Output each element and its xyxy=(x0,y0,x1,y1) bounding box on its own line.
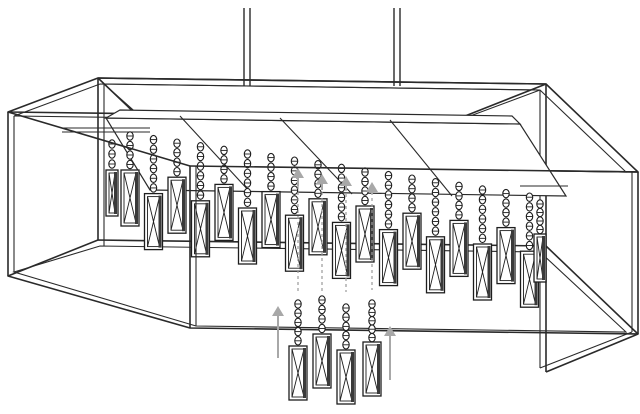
crystal-shadow xyxy=(135,172,138,224)
up-arrow-icon xyxy=(316,174,328,184)
crystal-shadow xyxy=(114,172,117,214)
crystal-shadow xyxy=(303,348,306,398)
crystal-shadow xyxy=(229,186,232,239)
crystal-shadow xyxy=(299,217,303,270)
crystal-pendant xyxy=(261,152,281,249)
crystal-facet-line xyxy=(217,187,231,238)
frame-foot-right-inner xyxy=(539,331,633,369)
suspension-rods xyxy=(243,8,401,86)
crystal-shadow xyxy=(351,352,354,402)
loose-crystal-pendant xyxy=(312,295,332,389)
hanging-crystals xyxy=(105,131,547,308)
crystal-shadow xyxy=(393,231,397,284)
crystal-pendant xyxy=(496,188,516,285)
crystal-shadow xyxy=(346,224,350,277)
crystal-pendant xyxy=(449,181,469,278)
install-arrow-top-3 xyxy=(340,176,352,190)
loose-crystal-pendant xyxy=(362,299,382,397)
frame-foot-right xyxy=(545,333,639,373)
rail-divider-1 xyxy=(179,115,251,193)
crystal-shadow xyxy=(440,238,444,291)
crystal-facet-line xyxy=(123,172,137,224)
crystal-shadow xyxy=(323,200,326,253)
crystal-facet-line xyxy=(382,232,395,283)
up-arrow-icon xyxy=(366,182,378,192)
rail-top-edge xyxy=(103,109,522,125)
install-arrows xyxy=(272,168,396,380)
install-arrow-top-4 xyxy=(366,182,378,194)
crystal-facet-line xyxy=(335,225,348,276)
frame-bottom-outer xyxy=(7,239,639,335)
up-arrow-icon xyxy=(340,176,352,186)
crystal-facet-line xyxy=(405,216,419,267)
crystal-shadow xyxy=(511,229,514,282)
crystal-pendant xyxy=(120,131,140,227)
crystal-facet-line xyxy=(315,336,329,386)
front-top-bar xyxy=(189,165,639,173)
crystal-shadow xyxy=(417,215,420,268)
crystal-shadow xyxy=(487,246,491,298)
up-arrow-icon xyxy=(384,326,396,336)
crystal-pendant xyxy=(284,156,305,272)
crystal-pendant xyxy=(355,167,375,263)
loose-crystals xyxy=(288,295,382,405)
crystal-pendant xyxy=(425,178,446,294)
frame-front-bars xyxy=(7,111,639,328)
crystal-facet-line xyxy=(291,348,305,398)
crystal-facet-line xyxy=(358,208,372,260)
crystal-pendant xyxy=(472,185,493,301)
crystal-shadow xyxy=(182,179,185,232)
crystal-facet-line xyxy=(452,223,466,274)
loose-crystal-pendant xyxy=(336,303,356,405)
crystal-shadow xyxy=(158,195,162,248)
up-arrow-icon xyxy=(272,306,284,316)
crystal-pendant-back xyxy=(105,139,119,217)
frame-bottom-inner xyxy=(12,245,628,333)
crystal-facet-line xyxy=(499,230,513,281)
front-left-top-bar xyxy=(7,111,191,167)
crystal-shadow xyxy=(542,236,545,280)
crystal-shadow xyxy=(327,336,330,386)
crystal-facet-line xyxy=(264,194,278,245)
crystal-shadow xyxy=(205,202,209,255)
crystal-facet-line xyxy=(339,352,353,402)
crystal-facet-line xyxy=(288,218,301,269)
install-arrow-right xyxy=(384,326,396,380)
crystal-facet-line xyxy=(147,196,160,247)
crystal-pendant xyxy=(214,145,234,242)
crystal-facet-line xyxy=(241,210,254,262)
loose-crystal-pendant xyxy=(288,299,308,401)
crystal-facet-line xyxy=(429,239,442,290)
crystal-pendant xyxy=(402,174,422,270)
rail-divider-3 xyxy=(389,119,453,197)
installation-guides xyxy=(297,180,373,294)
crystal-pendant xyxy=(143,134,164,251)
crystal-facet-line xyxy=(170,180,184,231)
crystal-pendant-back xyxy=(533,199,547,283)
crystal-pendant xyxy=(237,149,258,265)
crystal-facet-line xyxy=(365,344,379,394)
crystal-pendant xyxy=(378,170,399,287)
crystal-shadow xyxy=(464,222,467,275)
crystal-shadow xyxy=(377,344,380,394)
crystal-facet-line xyxy=(476,246,489,298)
install-arrow-left xyxy=(272,306,284,358)
crystal-shadow xyxy=(252,210,256,262)
crystal-shadow xyxy=(276,193,279,246)
up-arrow-icon xyxy=(292,168,304,178)
install-arrow-top-1 xyxy=(292,168,304,186)
install-arrow-top-2 xyxy=(316,174,328,190)
crystal-pendant xyxy=(167,138,187,234)
